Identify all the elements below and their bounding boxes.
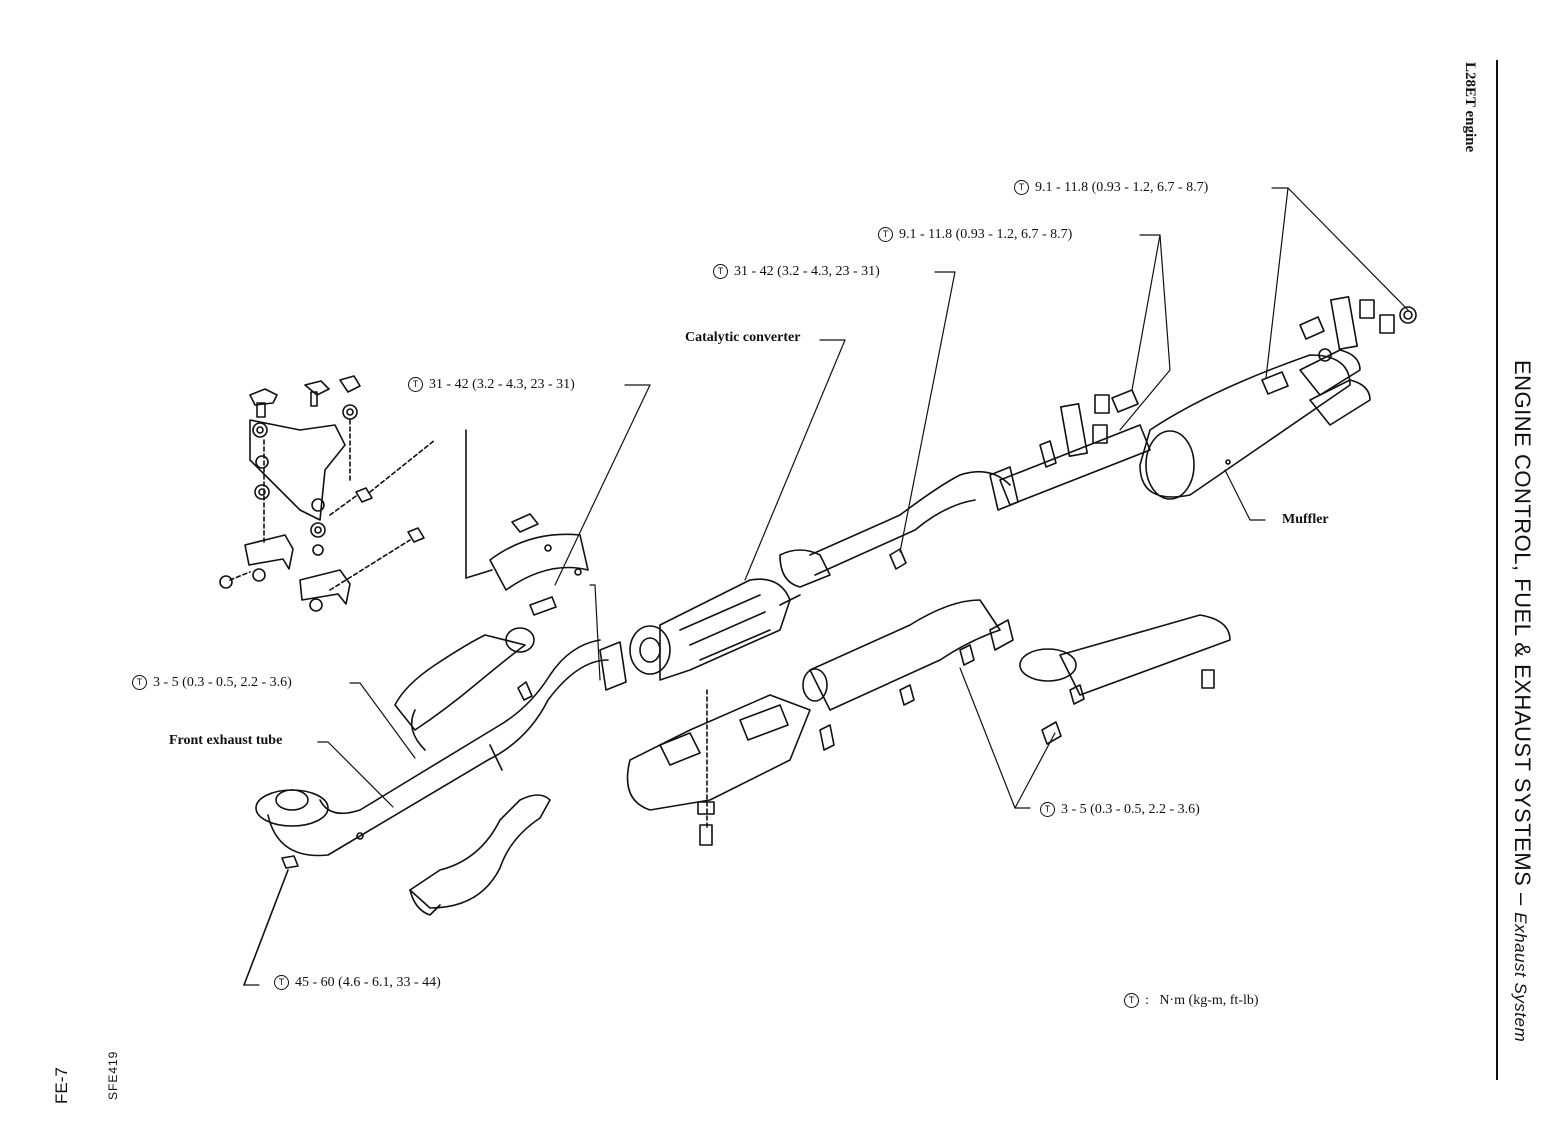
- section-title: ENGINE CONTROL, FUEL & EXHAUST SYSTEMS –…: [1510, 360, 1535, 1043]
- torque-spec-right: T 3 - 5 (0.3 - 0.5, 2.2 - 3.6): [1040, 802, 1200, 818]
- torque-value: 9.1 - 11.8 (0.93 - 1.2, 6.7 - 8.7): [1035, 180, 1209, 195]
- leader-lines: [243, 187, 1409, 986]
- center-tube-part: [779, 470, 1011, 588]
- torque-spec-top-3: T 31 - 42 (3.2 - 4.3, 23 - 31): [713, 264, 880, 280]
- torque-value: 31 - 42 (3.2 - 4.3, 23 - 31): [734, 264, 880, 279]
- torque-symbol-icon: T: [274, 975, 289, 990]
- legend-units: N·m (kg-m, ft-lb): [1159, 993, 1259, 1008]
- catalytic-converter-part: [629, 578, 801, 681]
- torque-value: 3 - 5 (0.3 - 0.5, 2.2 - 3.6): [1061, 802, 1200, 817]
- upper-heat-insulator: [465, 429, 589, 616]
- legend-separator: :: [1145, 993, 1149, 1008]
- mounting-bracket-assembly: [219, 375, 436, 612]
- torque-legend: T: N·m (kg-m, ft-lb): [1124, 993, 1259, 1009]
- front-exhaust-tube-part: [243, 639, 627, 986]
- muffler-part: [999, 349, 1371, 506]
- torque-spec-top-2: T 9.1 - 11.8 (0.93 - 1.2, 6.7 - 8.7): [878, 227, 1072, 243]
- torque-spec-left: T 3 - 5 (0.3 - 0.5, 2.2 - 3.6): [132, 675, 292, 691]
- torque-value: 9.1 - 11.8 (0.93 - 1.2, 6.7 - 8.7): [899, 227, 1073, 242]
- engine-label: L28ET engine: [1462, 62, 1478, 153]
- torque-value: 31 - 42 (3.2 - 4.3, 23 - 31): [429, 377, 575, 392]
- figure-code: SFE419: [106, 1050, 120, 1100]
- section-title-main: ENGINE CONTROL, FUEL & EXHAUST SYSTEMS: [1510, 360, 1535, 887]
- lower-heat-insulator: [409, 794, 551, 916]
- torque-symbol-icon: T: [713, 264, 728, 279]
- torque-spec-bottom: T 45 - 60 (4.6 - 6.1, 33 - 44): [274, 975, 441, 991]
- torque-symbol-icon: T: [1124, 993, 1139, 1008]
- label-muffler: Muffler: [1282, 512, 1329, 527]
- torque-symbol-icon: T: [132, 675, 147, 690]
- tail-pipe-rear: [1019, 614, 1231, 745]
- torque-symbol-icon: T: [408, 377, 423, 392]
- converter-heat-shield: [626, 689, 811, 846]
- torque-value: 45 - 60 (4.6 - 6.1, 33 - 44): [295, 975, 441, 990]
- label-catalytic-converter: Catalytic converter: [685, 330, 801, 345]
- label-front-exhaust-tube: Front exhaust tube: [169, 733, 283, 748]
- tail-pipe-front: [802, 599, 1014, 751]
- torque-symbol-icon: T: [878, 227, 893, 242]
- section-subtitle: Exhaust System: [1511, 912, 1530, 1043]
- connector-pipe-left: [394, 627, 535, 751]
- torque-spec-top-1: T 9.1 - 11.8 (0.93 - 1.2, 6.7 - 8.7): [1014, 180, 1208, 196]
- rubber-hangers: [989, 296, 1417, 511]
- section-rule: [1496, 60, 1498, 1080]
- page-number: FE-7: [52, 1067, 71, 1104]
- torque-symbol-icon: T: [1040, 802, 1055, 817]
- torque-symbol-icon: T: [1014, 180, 1029, 195]
- torque-spec-mid: T 31 - 42 (3.2 - 4.3, 23 - 31): [408, 377, 575, 393]
- torque-value: 3 - 5 (0.3 - 0.5, 2.2 - 3.6): [153, 675, 292, 690]
